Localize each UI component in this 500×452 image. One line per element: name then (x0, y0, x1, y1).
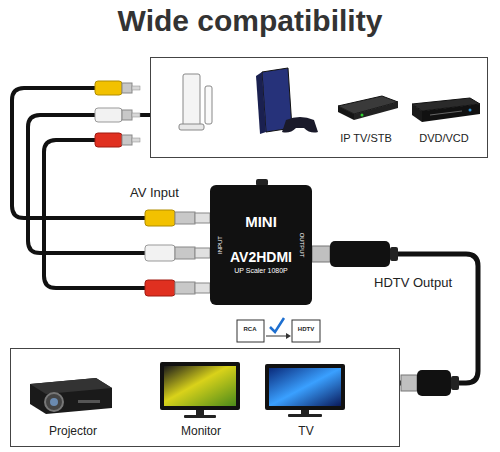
tv (265, 364, 345, 417)
hdmi-plug (401, 370, 459, 396)
rca-plug-yellow (145, 210, 210, 226)
dvd-player (412, 98, 480, 122)
cable (28, 115, 210, 253)
rca-cable (12, 88, 145, 218)
icon-label: HDTV (298, 326, 314, 333)
model-text: AV2HDMI (230, 249, 292, 265)
source-panel: IP TV/STB DVD/VCD (150, 57, 488, 158)
spec-text: UP Scaler 1080P (234, 267, 288, 275)
device-label: IP TV/STB (340, 132, 392, 145)
monitor (160, 362, 240, 418)
icon-label: RCA (244, 326, 257, 333)
device-label: Projector (49, 425, 97, 439)
cable (312, 254, 478, 383)
ps3-console (256, 68, 318, 134)
device-label: Monitor (181, 425, 221, 439)
iptv-box (338, 96, 398, 120)
display-panel: Projector Monitor TV (10, 348, 400, 447)
title: Wide compatibility (118, 4, 383, 39)
rca-plug-white (95, 108, 140, 122)
device-label: DVD/VCD (419, 132, 469, 145)
port-label: INPUT (217, 236, 224, 254)
port-label: OUTPUT (299, 233, 306, 258)
projector (30, 378, 112, 414)
rca-plug-yellow (95, 81, 140, 95)
converter-box: MINI AV2HDMI UP Scaler 1080P INPUT OUTPUT (210, 185, 312, 305)
cable-label: AV Input (128, 186, 181, 201)
rca-cable (44, 140, 145, 288)
signal-icon (237, 318, 320, 342)
rca-plug-white (145, 245, 210, 261)
device-label: TV (298, 425, 313, 439)
hdmi-plug (312, 241, 398, 267)
wii-console (179, 74, 212, 130)
cable-label: HDTV Output (372, 276, 454, 291)
rca-plug-red (95, 133, 140, 147)
rca-plug-red (145, 280, 210, 296)
brand-text: MINI (245, 213, 277, 230)
